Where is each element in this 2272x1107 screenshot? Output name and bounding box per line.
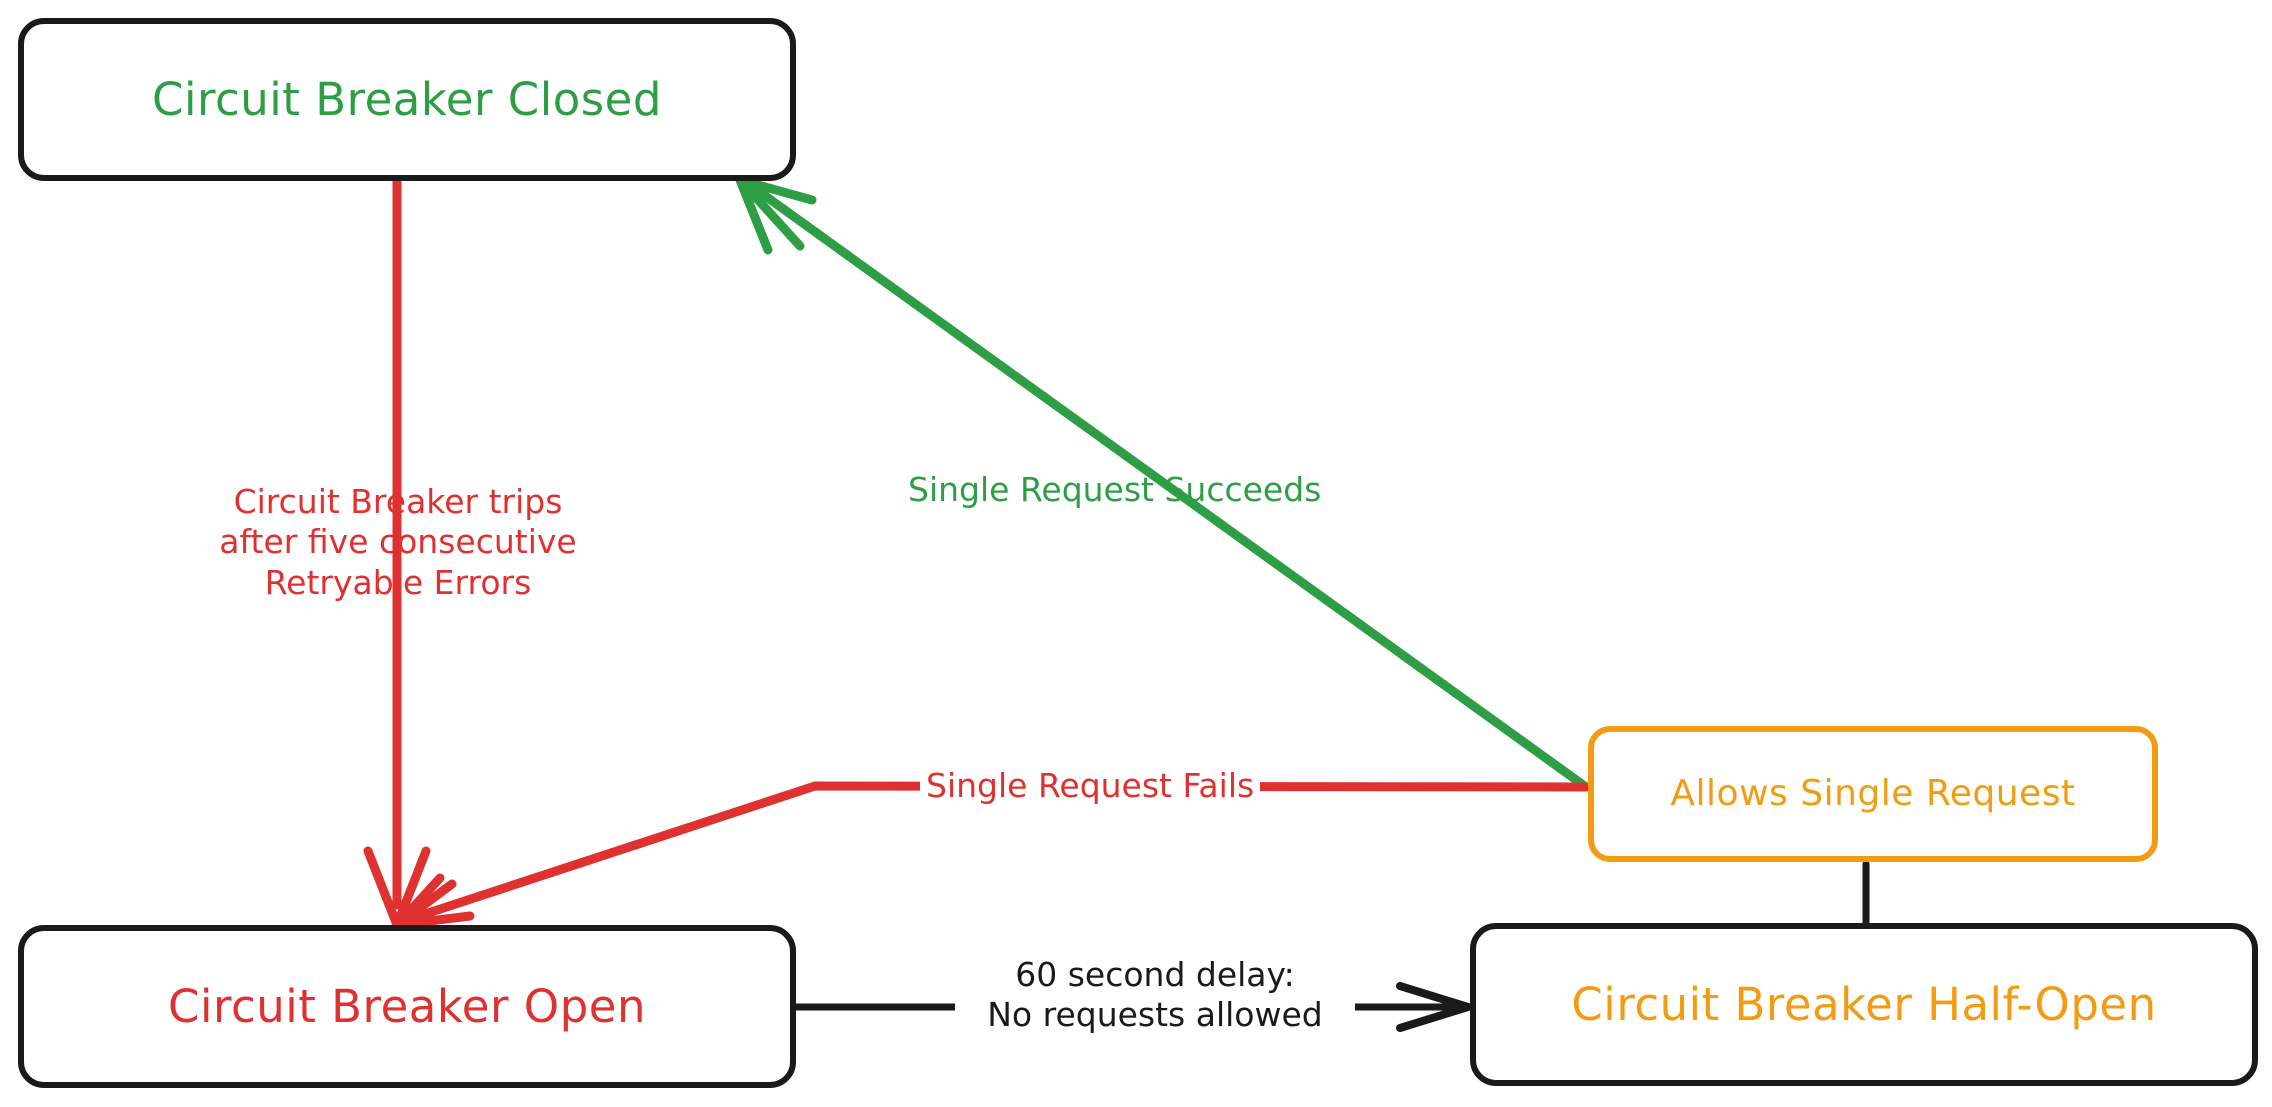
edge-label-closed-to-open: Circuit Breaker trips after five consecu… [148, 482, 648, 603]
state-node-label: Circuit Breaker Open [168, 979, 646, 1033]
state-node-label: Allows Single Request [1670, 773, 2076, 815]
edge-allows-to-open [392, 781, 1591, 930]
state-node-circuit-breaker-half-open[interactable]: Circuit Breaker Half-Open [1470, 923, 2258, 1086]
edge-label-allows-to-closed: Single Request Succeeds [908, 470, 1321, 510]
edge-label-open-to-half-open: 60 second delay: No requests allowed [955, 955, 1355, 1036]
state-node-circuit-breaker-closed[interactable]: Circuit Breaker Closed [18, 18, 796, 181]
edge-label-line: Retryable Errors [264, 562, 532, 602]
edge-label-line: Single Request Succeeds [908, 470, 1322, 509]
edge-label-allows-to-open: Single Request Fails [920, 766, 1261, 807]
state-node-label: Circuit Breaker Half-Open [1571, 977, 2157, 1031]
state-node-allows-single-request[interactable]: Allows Single Request [1588, 726, 2158, 862]
edge-label-line: Circuit Breaker trips [233, 482, 563, 521]
state-node-circuit-breaker-open[interactable]: Circuit Breaker Open [18, 925, 796, 1088]
edge-label-line: after five consecutive [219, 522, 577, 562]
edge-label-line: 60 second delay: [1015, 955, 1295, 994]
edge-label-line: Single Request Fails [926, 766, 1255, 805]
edge-label-line: No requests allowed [987, 995, 1323, 1035]
state-node-label: Circuit Breaker Closed [152, 72, 662, 126]
